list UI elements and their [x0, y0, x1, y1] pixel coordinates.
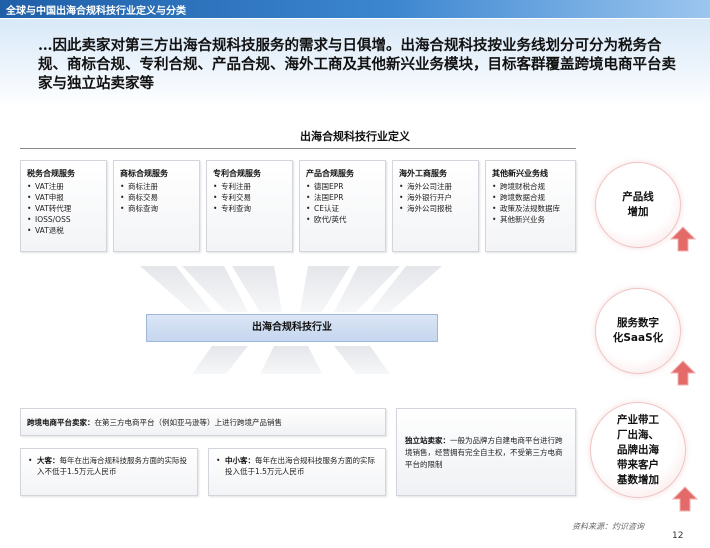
service-item: 政策及法规数据库 — [492, 203, 571, 214]
service-item: 海外银行开户 — [399, 192, 474, 203]
service-item: 商标交易 — [120, 192, 195, 203]
service-item: IOSS/OSS — [27, 214, 102, 225]
service-box-product: 产品合规服务 德国EPR 法国EPR CE认证 欧代/英代 — [299, 160, 386, 252]
service-item: 海外公司报税 — [399, 203, 474, 214]
service-item: VAT转代理 — [27, 203, 102, 214]
service-item: 商标查询 — [120, 203, 195, 214]
circle-saas: 服务数字 化SaaS化 — [595, 288, 681, 374]
up-arrow-icon — [670, 360, 696, 386]
header-band — [0, 19, 710, 107]
service-title: 商标合规服务 — [120, 169, 168, 178]
service-item: 商标注册 — [120, 181, 195, 192]
headline: …因此卖家对第三方出海合规科技服务的需求与日俱增。出海合规科技按业务线划分可分为… — [38, 37, 676, 92]
circle-text: 厂出海、 — [617, 428, 659, 441]
independent-seller-desc: 一般为品牌方自建电商平台进行跨境销售，经营拥有完全自主权，不受第三方电商平台的限… — [405, 436, 563, 469]
circle-text: 化SaaS化 — [612, 332, 664, 344]
service-item: 专利交易 — [213, 192, 288, 203]
small-customer-desc: 每年在出海合规科技服务方面的实际投入低于1.5万元人民币 — [225, 456, 375, 476]
circle-text: 品牌出海 — [617, 443, 659, 456]
service-item: 海外公司注册 — [399, 181, 474, 192]
service-box-patent: 专利合规服务 专利注册 专利交易 专利查询 — [206, 160, 293, 252]
service-item: 专利注册 — [213, 181, 288, 192]
large-customer-label: 大客： — [37, 456, 60, 465]
circle-text: 基数增加 — [617, 473, 659, 486]
platform-seller-box: 跨境电商平台卖家：在第三方电商平台（例如亚马逊等）上进行跨境产品销售 — [20, 408, 386, 436]
up-arrow-icon — [672, 486, 698, 512]
circle-text: 带来客户 — [617, 458, 659, 471]
service-title: 税务合规服务 — [27, 169, 75, 178]
service-title: 海外工商服务 — [399, 169, 447, 178]
service-box-trademark: 商标合规服务 商标注册 商标交易 商标查询 — [113, 160, 200, 252]
service-item: VAT注册 — [27, 181, 102, 192]
service-item: 跨境财税合规 — [492, 181, 571, 192]
service-item: 法国EPR — [306, 192, 381, 203]
service-item: 跨境数据合规 — [492, 192, 571, 203]
service-box-emerging: 其他新兴业务线 跨境财税合规 跨境数据合规 政策及法规数据库 其他新兴业务 — [485, 160, 576, 252]
section-divider — [20, 148, 576, 149]
service-title: 其他新兴业务线 — [492, 169, 548, 178]
up-arrow-icon — [670, 226, 696, 252]
service-item: 专利查询 — [213, 203, 288, 214]
top-title: 全球与中国出海合规科技行业定义与分类 — [6, 6, 186, 17]
service-item: 欧代/英代 — [306, 214, 381, 225]
service-item: VAT申报 — [27, 192, 102, 203]
small-customer-label: 中小客： — [225, 456, 255, 465]
service-item: 德国EPR — [306, 181, 381, 192]
circle-industrial-belt: 产业带工 厂出海、 品牌出海 带来客户 基数增加 — [590, 402, 686, 498]
circle-text: 增加 — [627, 206, 649, 218]
small-customer-box: • 中小客：每年在出海合规科技服务方面的实际投入低于1.5万元人民币 — [208, 448, 386, 496]
bullet: • — [28, 456, 33, 465]
service-title: 产品合规服务 — [306, 169, 354, 178]
section-title: 出海合规科技行业定义 — [300, 130, 410, 143]
service-item: CE认证 — [306, 203, 381, 214]
funnel-graphic — [140, 266, 442, 374]
source-note: 资料来源：灼识咨询 — [572, 522, 644, 531]
service-item: VAT退税 — [27, 225, 102, 236]
large-customer-desc: 每年在出海合规科技服务方面的实际投入不低于1.5万元人民币 — [37, 456, 187, 476]
independent-seller-label: 独立站卖家： — [405, 436, 450, 445]
platform-seller-desc: 在第三方电商平台（例如亚马逊等）上进行跨境产品销售 — [94, 418, 283, 427]
circle-text: 产品线 — [622, 191, 654, 203]
bullet: • — [216, 456, 221, 465]
independent-seller-box: 独立站卖家：一般为品牌方自建电商平台进行跨境销售，经营拥有完全自主权，不受第三方… — [396, 408, 576, 496]
page-number: 12 — [672, 531, 684, 541]
circle-text: 服务数字 — [616, 317, 659, 329]
service-box-tax: 税务合规服务 VAT注册 VAT申报 VAT转代理 IOSS/OSS VAT退税 — [20, 160, 107, 252]
circle-text: 产业带工 — [617, 413, 659, 426]
service-box-overseas-business: 海外工商服务 海外公司注册 海外银行开户 海外公司报税 — [392, 160, 479, 252]
circle-product-lines: 产品线 增加 — [595, 162, 681, 248]
top-title-bar: 全球与中国出海合规科技行业定义与分类 — [0, 0, 710, 18]
service-title: 专利合规服务 — [213, 169, 261, 178]
platform-seller-label: 跨境电商平台卖家： — [27, 418, 95, 427]
service-item: 其他新兴业务 — [492, 214, 571, 225]
large-customer-box: • 大客：每年在出海合规科技服务方面的实际投入不低于1.5万元人民币 — [20, 448, 198, 496]
industry-bar: 出海合规科技行业 — [146, 314, 438, 342]
